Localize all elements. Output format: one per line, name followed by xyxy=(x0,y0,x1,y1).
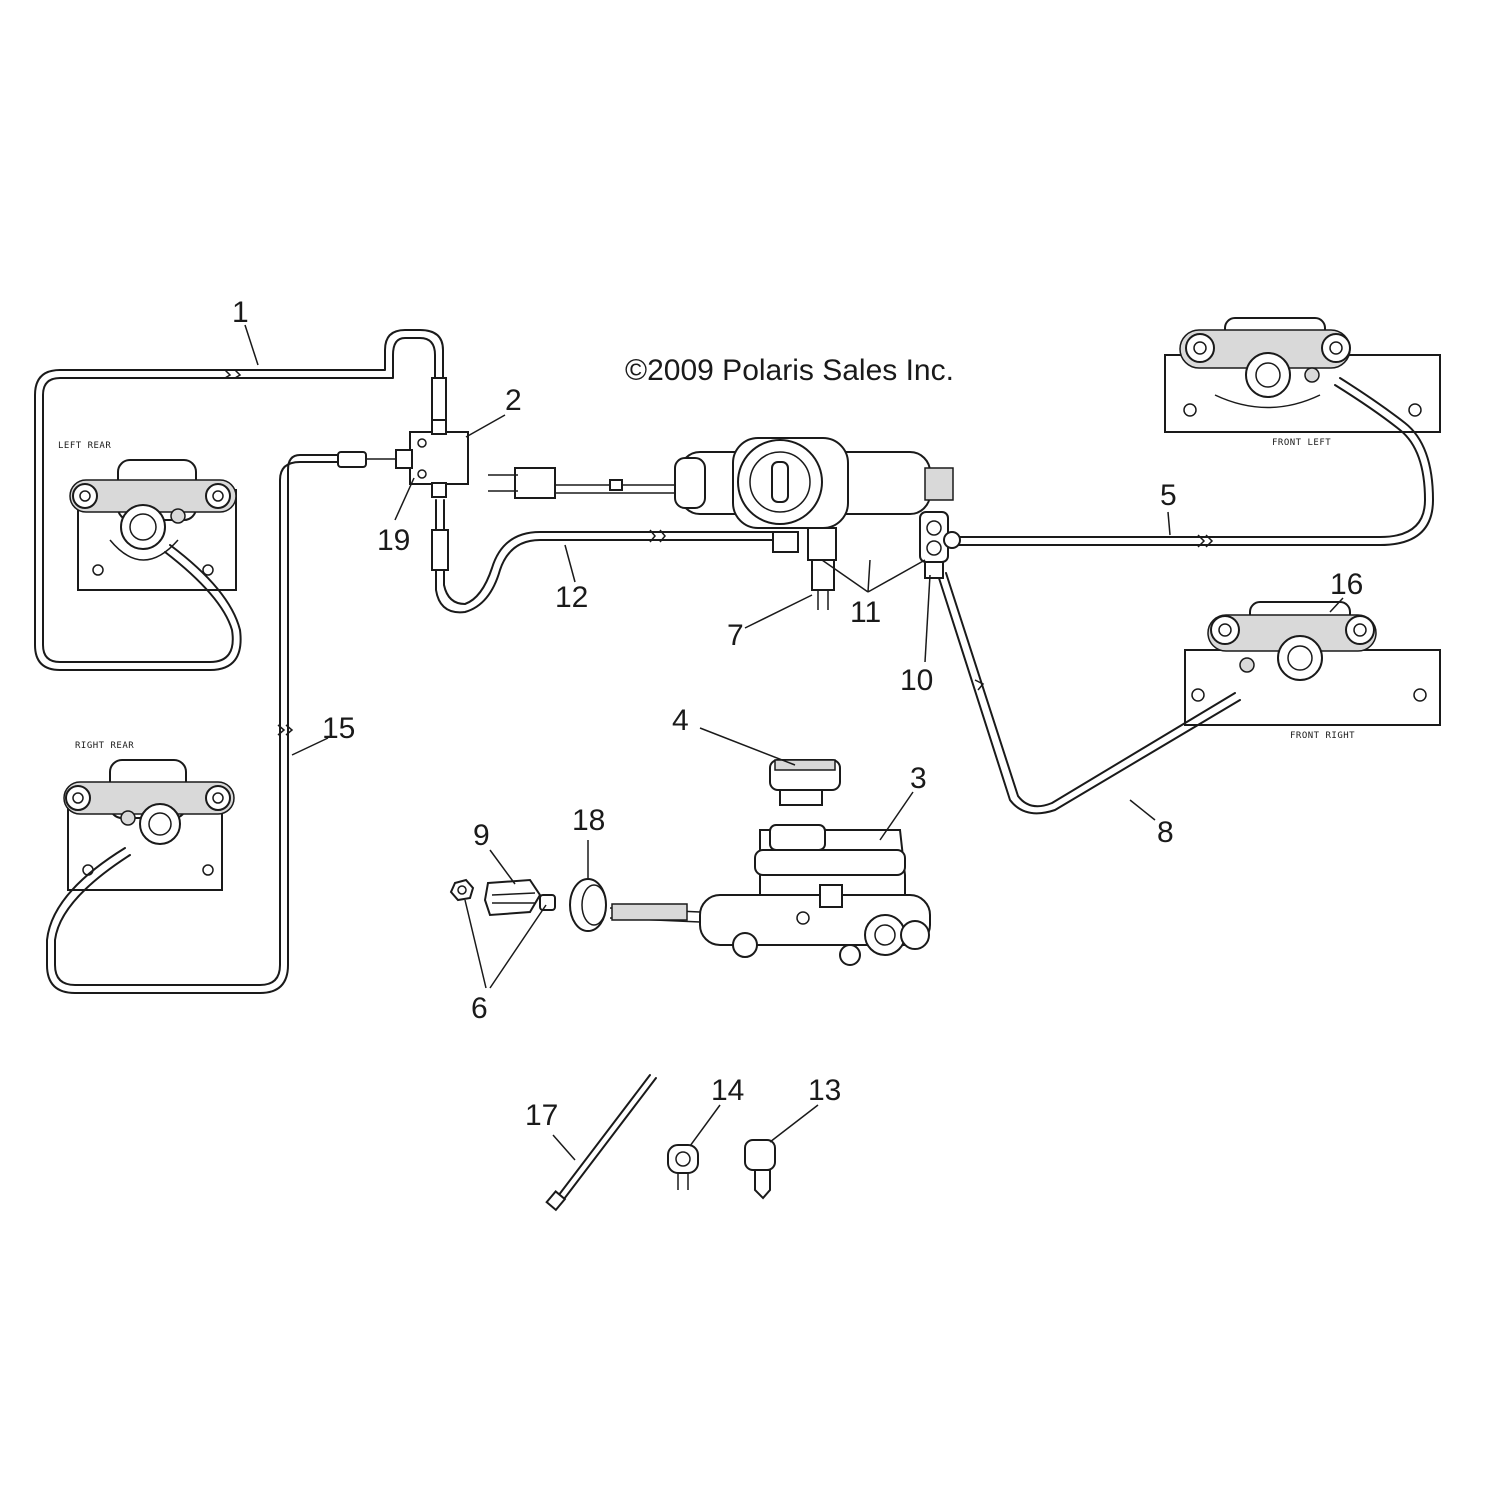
front-left-caliper xyxy=(1164,317,1441,433)
brake-line-1 xyxy=(34,329,444,671)
fitting-line1-top xyxy=(431,377,447,424)
callout-14: 14 xyxy=(711,1074,744,1107)
nut xyxy=(449,878,475,902)
callout-10: 10 xyxy=(900,664,933,697)
fitting-line12 xyxy=(431,529,449,571)
callout-numbers: 1 2 3 4 5 6 7 8 9 10 11 12 13 14 15 16 1… xyxy=(232,296,1363,1132)
callout-8: 8 xyxy=(1157,816,1174,849)
clevis xyxy=(483,878,556,917)
master-cylinder-exploded xyxy=(609,824,931,966)
leader-lines xyxy=(244,324,1344,1161)
callout-19: 19 xyxy=(377,524,410,557)
fitting-line15 xyxy=(337,451,367,468)
callout-16: 16 xyxy=(1330,568,1363,601)
front-right-tag: FRONT RIGHT xyxy=(1290,731,1355,741)
left-rear-tag: LEFT REAR xyxy=(58,441,111,451)
callout-15: 15 xyxy=(322,712,355,745)
callout-1: 1 xyxy=(232,296,249,329)
reservoir-cap xyxy=(769,759,841,806)
callout-6: 6 xyxy=(471,992,488,1025)
callout-18: 18 xyxy=(572,804,605,837)
callout-17: 17 xyxy=(525,1099,558,1132)
callout-13: 13 xyxy=(808,1074,841,1107)
brake-line-15 xyxy=(46,454,341,994)
brake-line-5 xyxy=(954,377,1434,548)
clip-14 xyxy=(667,1144,699,1190)
callout-5: 5 xyxy=(1160,479,1177,512)
callout-4: 4 xyxy=(672,704,689,737)
right-rear-tag: RIGHT REAR xyxy=(75,741,134,751)
front-left-tag: FRONT LEFT xyxy=(1272,438,1331,448)
tee-block xyxy=(366,419,469,498)
callout-3: 3 xyxy=(910,762,927,795)
callout-12: 12 xyxy=(555,581,588,614)
callout-9: 9 xyxy=(473,819,490,852)
right-rear-caliper xyxy=(63,759,235,891)
brake-line-12 xyxy=(435,499,781,614)
brake-line-8 xyxy=(937,572,1241,815)
left-rear-caliper xyxy=(69,459,237,591)
master-cylinder-installed xyxy=(488,437,961,610)
callout-2: 2 xyxy=(505,384,522,417)
callout-7: 7 xyxy=(727,619,744,652)
callout-11: 11 xyxy=(850,596,881,629)
cable-tie xyxy=(545,1074,657,1212)
clip-13 xyxy=(744,1139,776,1200)
front-right-caliper xyxy=(1184,601,1441,726)
copyright-text: ©2009 Polaris Sales Inc. xyxy=(625,354,954,387)
boot xyxy=(569,878,607,932)
